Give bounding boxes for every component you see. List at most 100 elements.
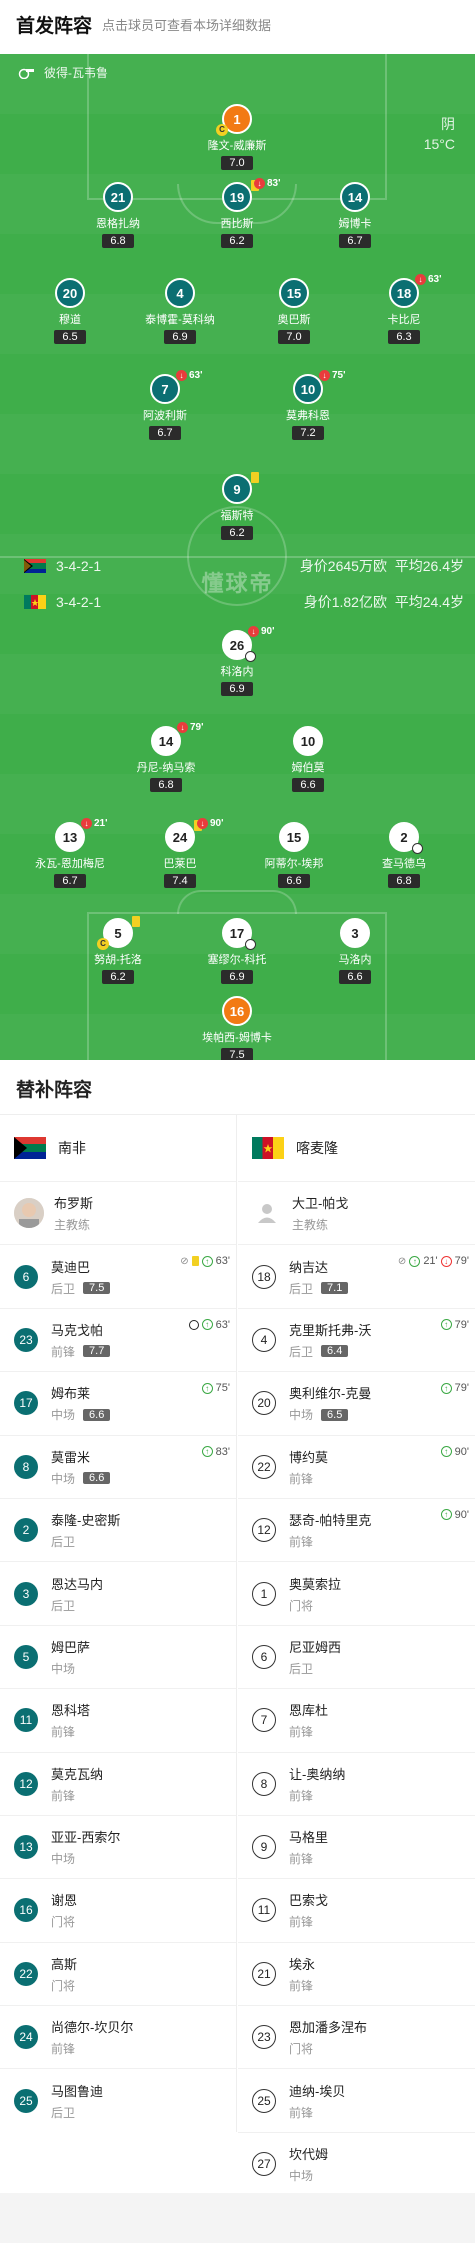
player-home-4[interactable]: 4 泰博霍-莫科纳 6.9 — [125, 278, 235, 345]
player-position: 前锋 — [289, 1788, 314, 1803]
player-position: 前锋 — [51, 1344, 76, 1359]
player-position: 前锋 — [289, 1535, 314, 1550]
player-name: 巴索戈 — [289, 1893, 329, 1909]
coach-row[interactable]: 大卫-帕戈主教练 — [238, 1181, 475, 1244]
player-number: 12 — [252, 1518, 276, 1543]
player-number: 17 — [222, 918, 256, 950]
referee-name: 彼得-瓦韦鲁 — [44, 66, 108, 80]
player-number: 8 — [14, 1454, 38, 1479]
player-name: 莫雷米 — [51, 1449, 91, 1465]
player-away-14[interactable]: 14 ↓79' 丹尼-纳马索 6.8 — [111, 722, 221, 793]
subs-header: 替补阵容 — [0, 1062, 475, 1114]
sub-out-marker: ↓63' — [415, 274, 442, 285]
player-number: 16 — [14, 1898, 38, 1923]
player-away-3[interactable]: 3 马洛内 6.6 — [300, 918, 410, 985]
player-home-20[interactable]: 20 穆道 6.5 — [15, 278, 125, 345]
player-number: 4 — [165, 278, 195, 308]
player-name: 马格里 — [289, 1830, 329, 1846]
captain-icon: C — [216, 124, 228, 136]
player-home-15[interactable]: 15 奥巴斯 7.0 — [239, 278, 349, 345]
player-position: 前锋 — [51, 1725, 76, 1740]
player-rating: 7.0 — [278, 330, 310, 344]
player-name: 恩格扎纳 — [96, 218, 140, 230]
sub-in-time: 63' — [215, 1318, 230, 1331]
watermark: 懂球帝 — [201, 571, 274, 596]
player-name: 泰博霍-莫科纳 — [145, 314, 215, 326]
player-position: 前锋 — [289, 1725, 314, 1740]
player-away-26[interactable]: 26 ↓90' 科洛内 6.9 — [182, 626, 292, 697]
weather-temp: 15°C — [423, 136, 455, 152]
player-number: 24 ↓90' — [165, 818, 224, 852]
avatar — [252, 1198, 282, 1229]
player-away-24[interactable]: 24 ↓90' 巴莱巴 7.4 — [125, 818, 235, 889]
player-number: 23 — [252, 2025, 276, 2050]
player-home-21[interactable]: 21 恩格扎纳 6.8 — [63, 182, 173, 249]
coach-role: 主教练 — [54, 1218, 91, 1233]
list-item[interactable]: 22 博约莫前锋 ↑90' — [238, 1434, 475, 1498]
player-home-10[interactable]: 10 ↓75' 莫弗科恩 7.2 — [253, 370, 363, 441]
player-name: 泰隆-史密斯 — [51, 1513, 121, 1529]
cameroon-flag-icon — [24, 595, 46, 609]
player-position: 后卫 — [289, 1281, 314, 1296]
goal-icon — [412, 843, 423, 854]
player-away-10[interactable]: 10 姆伯莫 6.6 — [253, 726, 363, 793]
player-rating: 6.2 — [221, 526, 253, 540]
away-age: 平均24.4岁 — [394, 594, 464, 610]
player-away-2[interactable]: 2 查马德乌 6.8 — [349, 822, 459, 889]
player-away-13[interactable]: 13 ↓21' 永瓦-恩加梅尼 6.7 — [15, 818, 125, 889]
player-away-17[interactable]: 17 塞缪尔-科托 6.9 — [182, 918, 292, 985]
player-number: 15 — [279, 822, 309, 852]
player-rating: 6.8 — [102, 234, 134, 248]
avatar — [14, 1198, 44, 1229]
player-number: 20 — [55, 278, 85, 308]
player-home-9[interactable]: 9 福斯特 6.2 — [182, 472, 292, 541]
player-name: 瑟奇-帕特里克 — [289, 1513, 372, 1529]
player-name: 尼亚姆西 — [289, 1639, 342, 1655]
player-rating: 6.5 — [54, 330, 86, 344]
player-position: 门将 — [51, 1978, 76, 1993]
player-home-18[interactable]: 18 ↓63' 卡比尼 6.3 — [349, 274, 459, 345]
player-name: 姆巴萨 — [51, 1639, 91, 1655]
list-item[interactable]: 12 瑟奇-帕特里克前锋 ↑90' — [238, 1497, 475, 1561]
player-home-7[interactable]: 7 ↓63' 阿波利斯 6.7 — [110, 370, 220, 441]
away-team-header: 喀麦隆 — [238, 1115, 475, 1181]
coach-row[interactable]: 布罗斯主教练 — [0, 1181, 236, 1244]
player-home-14[interactable]: 14 姆博卡 6.7 — [300, 182, 410, 249]
player-away-16[interactable]: 16 埃帕西-姆博卡 7.5 — [182, 996, 292, 1060]
player-number: 12 — [14, 1771, 38, 1796]
player-rating: 6.9 — [221, 682, 253, 696]
player-name: 努胡-托洛 — [94, 954, 142, 966]
player-away-15[interactable]: 15 阿蒂尔-埃邦 6.6 — [239, 822, 349, 889]
player-rating: 7.5 — [221, 1048, 253, 1060]
player-home-19[interactable]: 19 ↓83' 西比斯 6.2 — [182, 178, 292, 249]
